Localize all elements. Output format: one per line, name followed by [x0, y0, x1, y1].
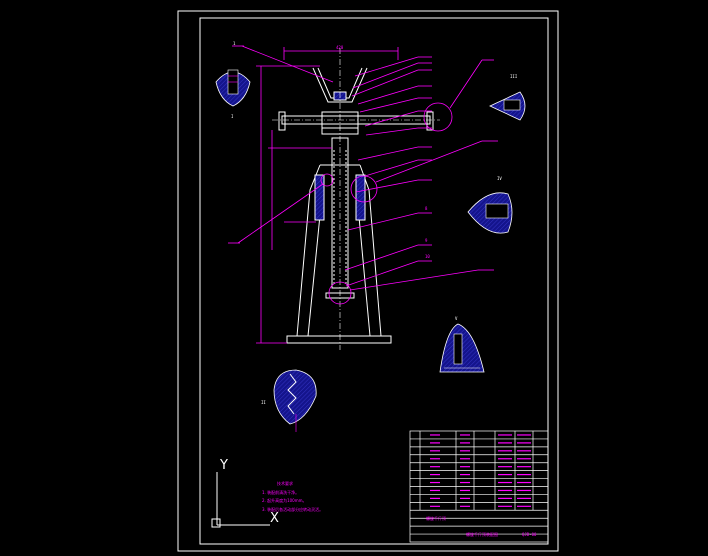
notes-item-1: 1. 装配前清洗干净。 — [262, 489, 299, 495]
detail-circle-iv — [350, 175, 378, 203]
jack-assembly — [278, 67, 434, 344]
center-lines — [272, 48, 440, 350]
leader-lines — [228, 45, 498, 305]
pos-1-label: 1 — [233, 41, 236, 46]
leader-9-label: 9 — [425, 238, 428, 243]
detail-view-ii: II — [261, 369, 317, 432]
top-dimension: 420 — [336, 45, 344, 50]
jack-body-right — [359, 164, 382, 337]
title-block-drawing-name: 螺旋千斤顶装配图 — [466, 531, 498, 537]
detail-ii-label: II — [261, 400, 266, 405]
top-cup — [312, 67, 368, 103]
detail-view-iv: IV — [467, 176, 513, 234]
jack-body-left — [296, 164, 321, 337]
detail-circle-v — [328, 281, 352, 305]
detail-view-iii: III — [489, 74, 526, 121]
leader-10-label: 10 — [425, 254, 430, 259]
ucs-icon — [211, 472, 270, 528]
title-block-name: 螺旋千斤顶 — [426, 515, 446, 521]
detail-view-i: I — [215, 69, 251, 119]
jack-nut — [314, 174, 325, 221]
inner-frame — [199, 17, 549, 545]
title-block-drawing-no: QJD-00 — [522, 532, 537, 537]
detail-iv-label: IV — [497, 176, 502, 181]
detail-v-label: V — [455, 316, 458, 321]
title-block: 螺旋千斤顶 螺旋千斤顶装配图 QJD-00 — [409, 430, 549, 543]
outer-frame — [177, 10, 559, 552]
notes-item-2: 2. 起升高度为100mm。 — [262, 497, 307, 503]
detail-circle-iii — [423, 102, 453, 132]
ucs-x-label: X — [270, 511, 279, 526]
ucs-y-label: Y — [219, 458, 228, 473]
detail-i-label: I — [231, 114, 234, 119]
jack-base — [286, 335, 392, 344]
detail-circle-ii — [320, 173, 334, 187]
dimension-lines — [256, 47, 399, 344]
leader-8-label: 8 — [425, 206, 428, 211]
detail-view-v: V — [439, 316, 485, 373]
technical-notes: 技术要求 1. 装配前清洗干净。 2. 起升高度为100mm。 3. 装配后各活… — [262, 480, 323, 512]
detail-iii-label: III — [510, 74, 518, 79]
notes-item-3: 3. 装配后各活动部分应转动灵活。 — [262, 506, 323, 512]
notes-heading: 技术要求 — [277, 480, 293, 486]
